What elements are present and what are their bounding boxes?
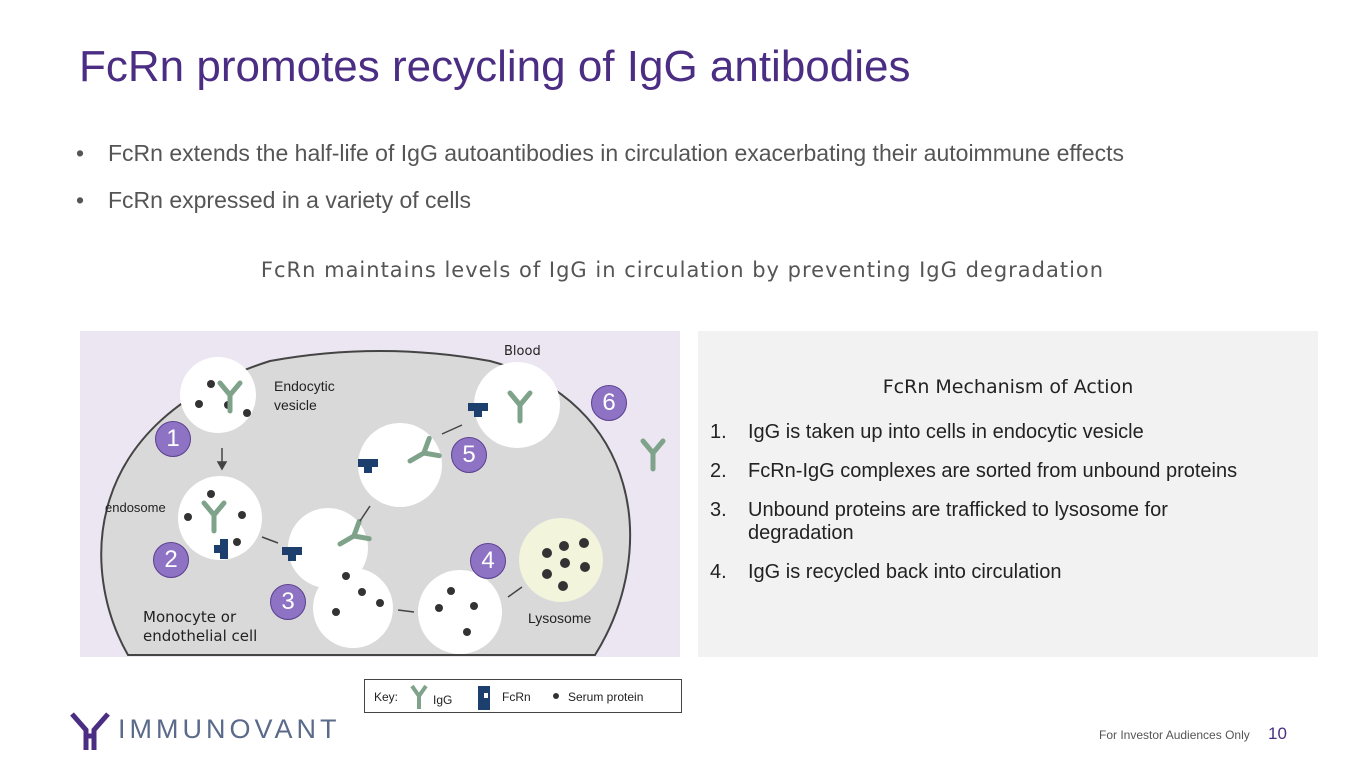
bullet-1: • FcRn extends the half-life of IgG autoa…	[76, 140, 1124, 167]
bullet-dot: •	[76, 140, 85, 166]
mechanism-diagram: Blood Endocytic vesicle endosome Monocyt…	[80, 331, 680, 657]
page-title: FcRn promotes recycling of IgG antibodie…	[79, 42, 911, 91]
bullet-text: FcRn extends the half-life of IgG autoan…	[108, 140, 1124, 166]
step-badge-4: 4	[470, 543, 506, 579]
key-serum: Serum protein	[568, 690, 644, 704]
endosome	[178, 476, 262, 560]
mechanism-step: 2. FcRn-IgG complexes are sorted from unb…	[710, 460, 1310, 483]
mechanism-panel: FcRn Mechanism of Action 1. IgG is taken …	[698, 331, 1318, 657]
sorting-vesicle-igg	[288, 508, 368, 588]
key-igg: IgG	[433, 693, 453, 707]
step-text: Unbound proteins are trafficked to lysos…	[748, 499, 1168, 544]
endocytic-vesicle	[180, 357, 256, 433]
mechanism-title: FcRn Mechanism of Action	[882, 376, 1134, 398]
step-text: FcRn-IgG complexes are sorted from unbou…	[748, 460, 1238, 482]
bullet-dot: •	[76, 187, 85, 213]
blood-label: Blood	[504, 344, 541, 359]
step-text: IgG is recycled back into circulation	[748, 561, 1062, 583]
page-number: 10	[1268, 724, 1287, 743]
step-badge-2: 2	[153, 542, 189, 578]
sorting-vesicle-proteins	[313, 568, 393, 648]
endocytic-vesicle-label: Endocytic vesicle	[274, 378, 335, 413]
diagram-key: Key: IgG FcRn Serum protein	[364, 679, 682, 713]
key-fcrn: FcRn	[502, 690, 531, 704]
protein-vesicle	[418, 570, 502, 654]
step-badge-3: 3	[270, 584, 306, 620]
diagram-graphic	[100, 350, 680, 656]
immunovant-logo-text: IMMUNOVANT	[118, 714, 341, 744]
mechanism-step: 3. Unbound proteins are trafficked to lys…	[710, 499, 1250, 545]
serum-proteins	[184, 380, 590, 636]
step-number: 2.	[710, 460, 727, 482]
step-text: IgG is taken up into cells in endocytic …	[748, 421, 1144, 443]
footer-note: For Investor Audiences Only	[1099, 728, 1250, 742]
cell-label: Monocyte or endothelial cell	[143, 608, 258, 645]
bullet-2: • FcRn expressed in a variety of cells	[76, 187, 471, 214]
bullet-text: FcRn expressed in a variety of cells	[108, 187, 472, 213]
mechanism-step: 4. IgG is recycled back into circulation	[710, 561, 1310, 584]
mechanism-step: 1. IgG is taken up into cells in endocyti…	[710, 421, 1310, 444]
igg-icon	[410, 684, 428, 709]
immunovant-logo-icon	[70, 712, 110, 750]
step-badge-5: 5	[451, 437, 487, 473]
step-number: 1.	[710, 421, 727, 443]
step-number: 3.	[710, 499, 727, 521]
key-label: Key:	[374, 690, 399, 704]
endosome-label: endosome	[105, 500, 166, 515]
section-subtitle: FcRn maintains levels of IgG in circulat…	[260, 258, 1105, 282]
recycling-vesicle	[358, 423, 442, 507]
step-number: 4.	[710, 561, 727, 583]
step-badge-6: 6	[591, 385, 627, 421]
lysosome-label: Lysosome	[528, 610, 592, 626]
step-badge-1: 1	[155, 421, 191, 457]
serum-protein-icon	[553, 693, 559, 699]
fcrn-icon	[478, 686, 490, 710]
